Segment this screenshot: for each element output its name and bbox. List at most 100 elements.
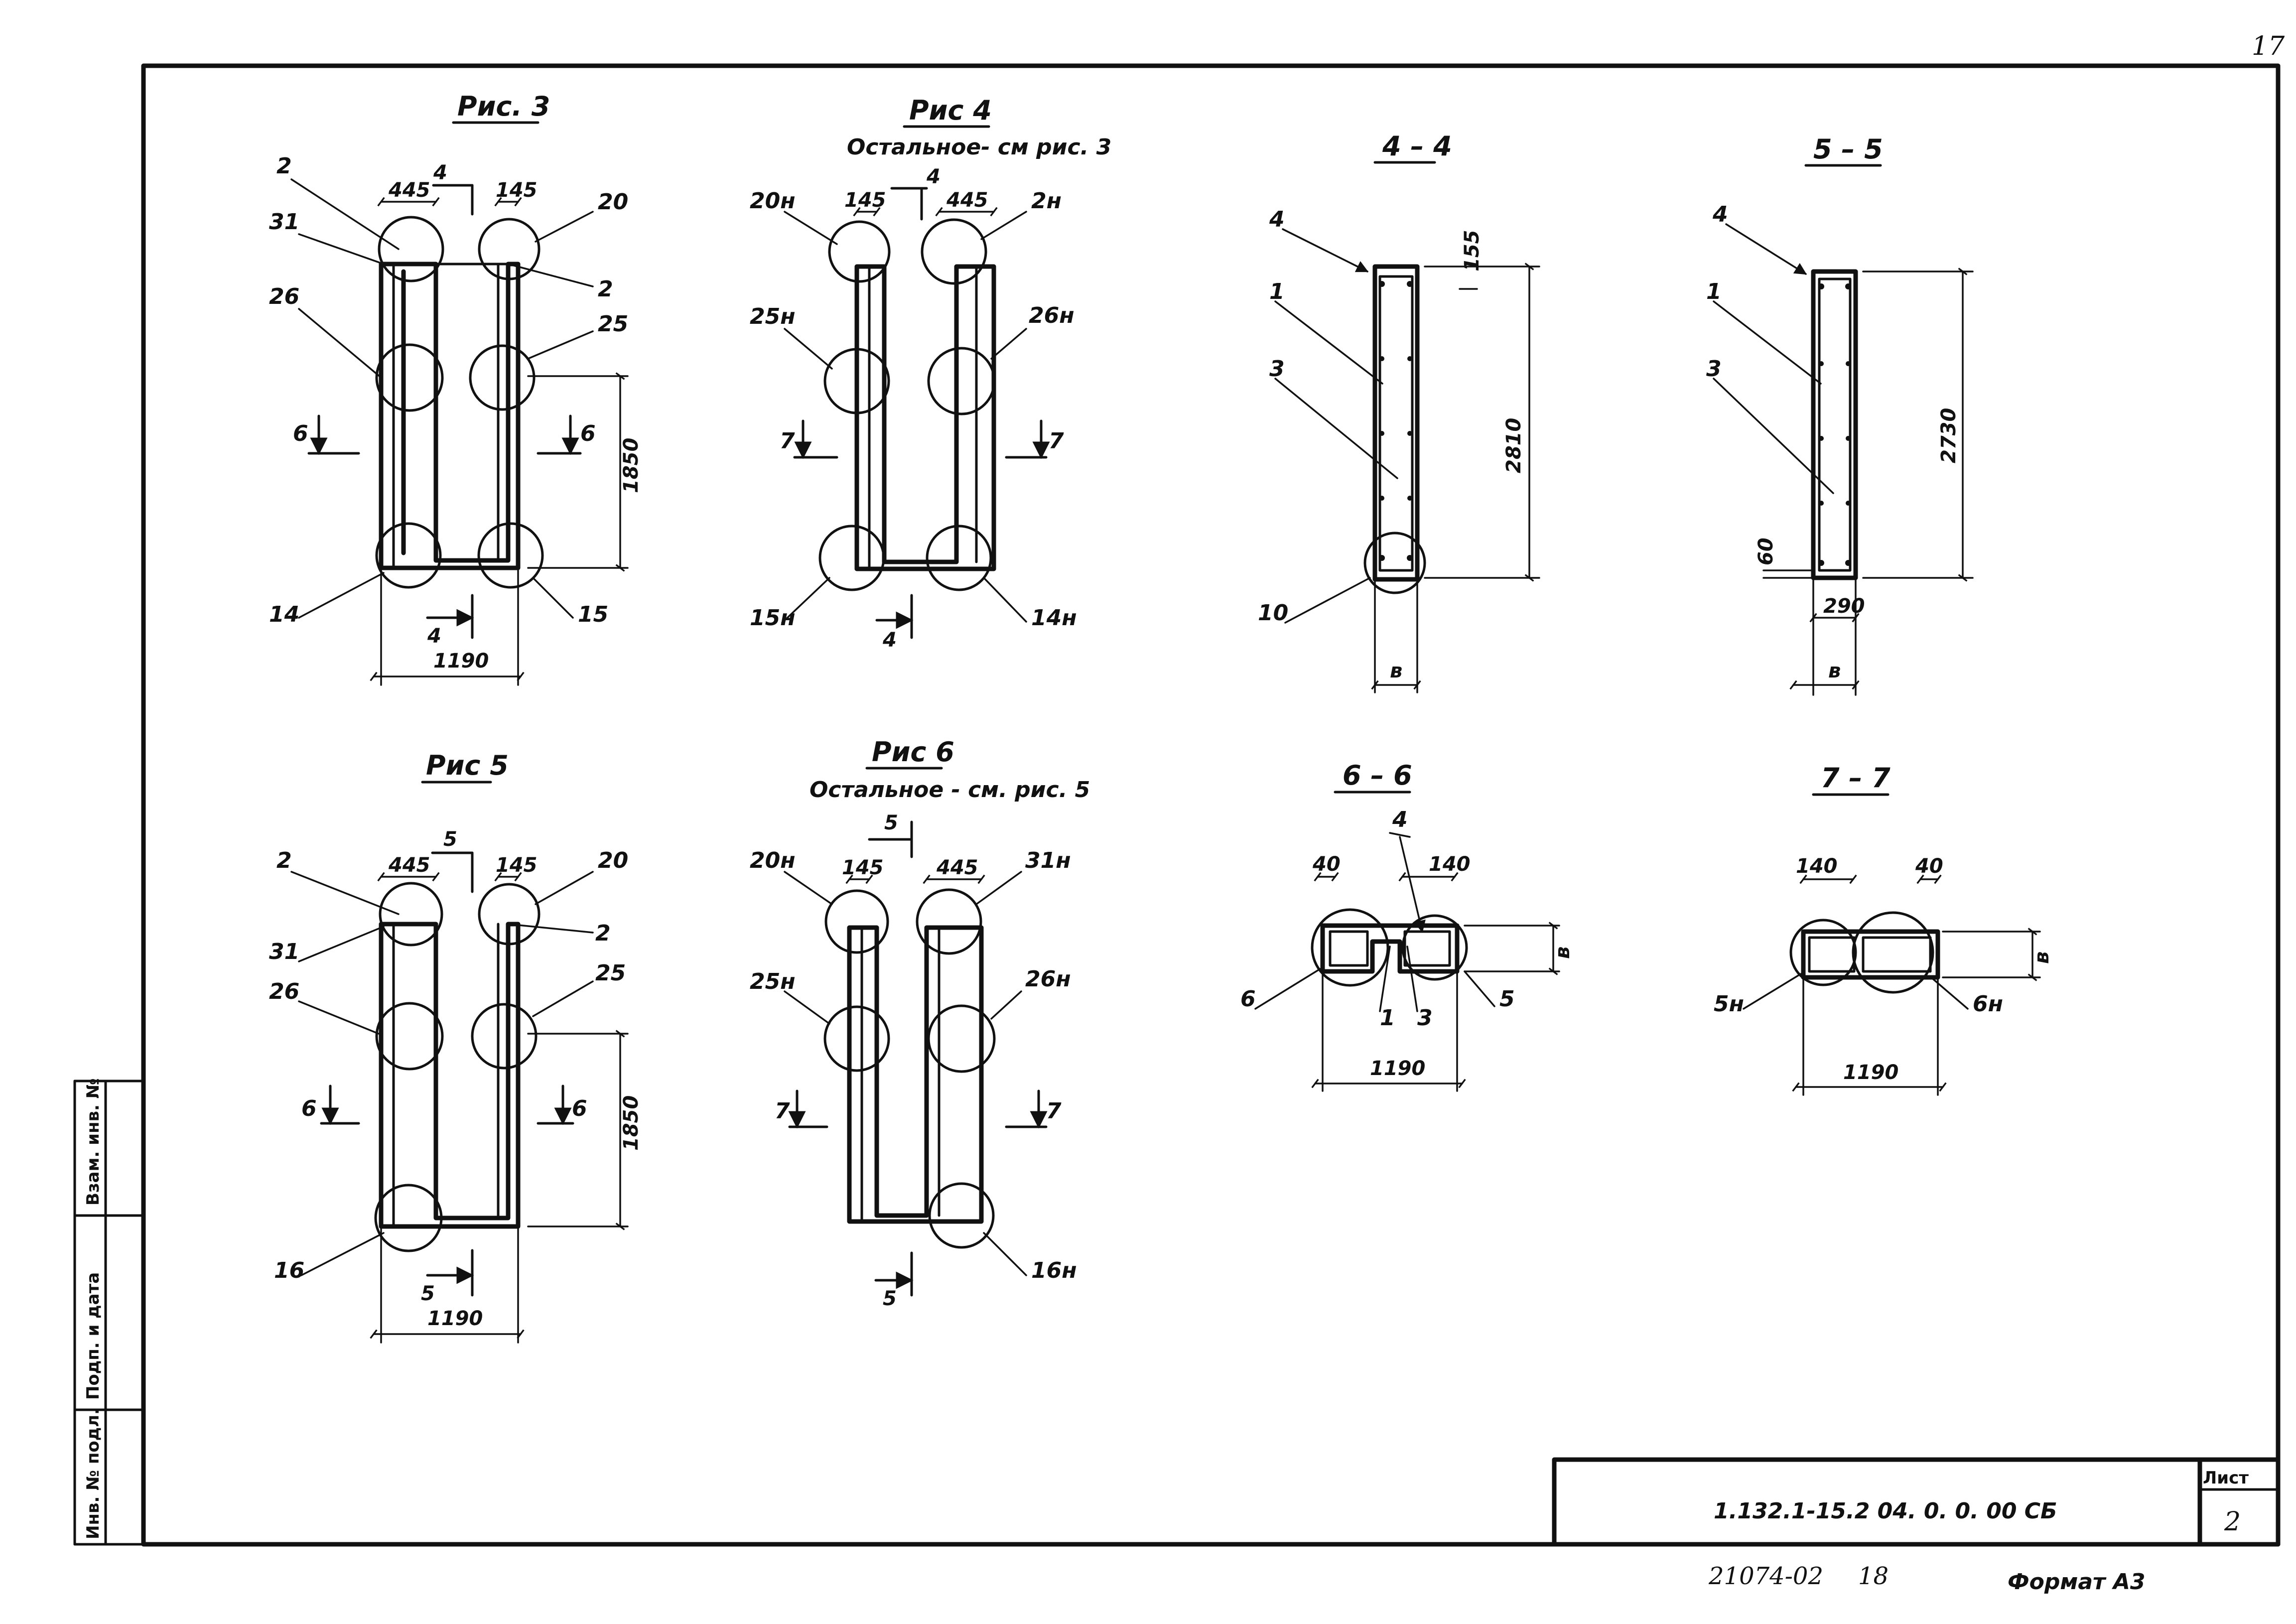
- s77-callout-5n: 5н: [1714, 991, 1744, 1017]
- side-stamp: Взам. инв. № Подп. и дата Инв. № подл.: [83, 1078, 103, 1539]
- fig5-section-6-right: 6: [572, 1096, 587, 1121]
- fig5-dim-1850: 1850: [620, 1095, 643, 1151]
- s44-callout-3: 3: [1269, 356, 1285, 382]
- fig5-section-5-bottom: 5: [421, 1282, 435, 1305]
- section-4-4: 4 – 4 155 2810 в 4 1 3 10: [1258, 131, 1540, 693]
- s55-callout-3: 3: [1706, 356, 1722, 382]
- fig4-callout-20n: 20н: [750, 188, 796, 214]
- fig6-dim-145: 145: [842, 856, 884, 879]
- s66-callout-6: 6: [1240, 986, 1256, 1012]
- fig5-dim-445: 445: [388, 854, 430, 877]
- fig5-dim-145: 145: [496, 854, 538, 877]
- figure-5: Рис 5 445 5 145 1850 1190 5 6 6 2 3: [269, 750, 643, 1344]
- s77-dim-40: 40: [1915, 855, 1943, 878]
- s44-callout-1: 1: [1269, 279, 1285, 304]
- figure-4: Рис 4 Остальное- см рис. 3 145 4 445 4 7…: [750, 95, 1111, 652]
- s55-dim-60: 60: [1755, 538, 1777, 565]
- fig5-callout-16: 16: [274, 1258, 304, 1283]
- s44-dim-2810: 2810: [1502, 418, 1525, 473]
- fig3-callout-25: 25: [598, 311, 628, 337]
- fig6-section-5-bottom: 5: [883, 1287, 897, 1310]
- title-block: 1.132.1-15.2 04. 0. 0. 00 СБ Лист 2: [1552, 1457, 2281, 1547]
- figure-6-subtitle: Остальное - см. рис. 5: [810, 777, 1090, 803]
- figure-6-title: Рис 6: [872, 736, 954, 768]
- s66-dim-40: 40: [1312, 853, 1341, 876]
- s55-callout-1: 1: [1706, 279, 1722, 304]
- fig6-callout-25n: 25н: [750, 969, 796, 994]
- fig4-section-4-top: 4: [926, 165, 941, 188]
- fig3-section-6-left: 6: [293, 421, 308, 446]
- s66-callout-1: 1: [1380, 1005, 1395, 1031]
- fig3-dim-1850: 1850: [620, 438, 643, 493]
- figure-3-title: Рис. 3: [457, 91, 550, 122]
- section-6-6-title: 6 – 6: [1343, 760, 1412, 791]
- fig5-callout-20: 20: [598, 848, 628, 873]
- fig3-callout-26: 26: [269, 284, 299, 309]
- s66-dim-1190: 1190: [1370, 1057, 1425, 1080]
- section-5-5: 5 – 5 2730 60 290 в 4 1 3: [1706, 134, 1974, 696]
- archive-number: 21074-02: [1708, 1562, 1823, 1590]
- s77-callout-6n: 6н: [1973, 991, 2003, 1017]
- s77-dim-140: 140: [1796, 855, 1838, 878]
- s55-dim-b: в: [1828, 660, 1841, 682]
- document-designation: 1.132.1-15.2 04. 0. 0. 00 СБ: [1714, 1498, 2057, 1524]
- fig3-callout-31: 31: [269, 209, 299, 235]
- stamp-signature-label: Подп. и дата: [83, 1272, 103, 1400]
- s44-dim-b: в: [1390, 660, 1402, 682]
- figure-5-title: Рис 5: [426, 750, 509, 781]
- fig3-dim-445: 445: [388, 179, 430, 202]
- fig5-callout-2b: 2: [595, 921, 611, 946]
- fig3-section-4-top: 4: [433, 161, 447, 184]
- s55-dim-2730: 2730: [1937, 408, 1960, 463]
- fig4-dim-445: 445: [946, 189, 988, 212]
- s66-dim-b: в: [1551, 947, 1574, 959]
- fig5-callout-2: 2: [276, 848, 292, 873]
- fig5-callout-26: 26: [269, 979, 299, 1004]
- fig4-callout-15n: 15н: [750, 605, 796, 631]
- s77-dim-1190: 1190: [1843, 1061, 1898, 1084]
- sheet-label: Лист: [2203, 1468, 2249, 1488]
- section-6-6: 6 – 6 40 140 в 1190 4 6 1 3 5: [1240, 760, 1574, 1092]
- fig4-callout-25n: 25н: [750, 304, 796, 329]
- fig3-callout-14: 14: [269, 602, 299, 627]
- fig5-section-5-top: 5: [443, 828, 457, 851]
- fig6-section-5-top: 5: [884, 812, 898, 834]
- fig6-callout-16n: 16н: [1031, 1258, 1077, 1283]
- fig4-section-4-bottom: 4: [882, 629, 897, 652]
- fig6-section-7-left: 7: [775, 1098, 790, 1124]
- figure-4-subtitle: Остальное- см рис. 3: [847, 135, 1111, 160]
- s55-callout-4: 4: [1712, 202, 1728, 227]
- s55-dim-290: 290: [1823, 595, 1865, 618]
- fig3-callout-20: 20: [598, 189, 628, 215]
- fig4-callout-26n: 26н: [1029, 303, 1075, 328]
- fig6-callout-26n: 26н: [1025, 966, 1071, 992]
- section-4-4-title: 4 – 4: [1382, 131, 1452, 162]
- fig5-callout-31: 31: [269, 939, 299, 964]
- fig4-section-7-right: 7: [1049, 428, 1064, 454]
- s77-dim-b: в: [2030, 951, 2053, 964]
- fig3-callout-15: 15: [578, 602, 608, 627]
- section-5-5-title: 5 – 5: [1813, 134, 1883, 165]
- section-7-7: 7 – 7 140 40 в 1190 5н 6н: [1714, 762, 2053, 1096]
- fig6-dim-445: 445: [936, 856, 978, 879]
- page-number: 17: [2252, 31, 2285, 61]
- s66-callout-3: 3: [1417, 1005, 1433, 1031]
- figure-4-title: Рис 4: [909, 95, 992, 126]
- paper-format: Формат А3: [2008, 1569, 2146, 1595]
- s66-callout-5: 5: [1499, 986, 1515, 1012]
- s66-dim-140: 140: [1429, 853, 1471, 876]
- footer-page-number: 18: [1858, 1562, 1889, 1590]
- fig3-section-4-bottom: 4: [427, 625, 441, 648]
- s44-callout-4: 4: [1269, 207, 1285, 232]
- fig3-dim-145: 145: [496, 179, 538, 202]
- figure-6: Рис 6 Остальное - см. рис. 5 5 145 445 5…: [750, 736, 1090, 1310]
- s44-callout-10: 10: [1258, 600, 1288, 626]
- fig3-section-6-right: 6: [580, 421, 596, 446]
- s44-dim-155: 155: [1461, 230, 1484, 272]
- fig4-section-7-left: 7: [780, 428, 795, 454]
- fig6-callout-31n: 31н: [1025, 848, 1071, 873]
- fig3-callout-2b: 2: [598, 276, 613, 302]
- fig5-callout-25: 25: [595, 960, 626, 986]
- fig5-section-6-left: 6: [301, 1096, 317, 1121]
